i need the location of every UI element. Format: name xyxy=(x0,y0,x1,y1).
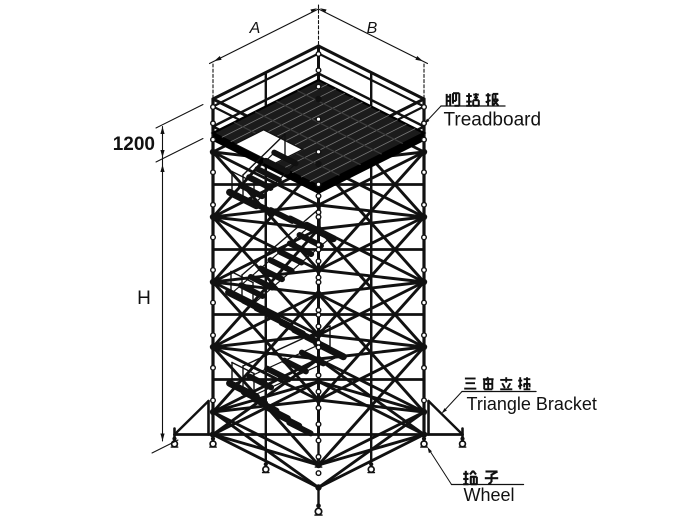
svg-text:1200: 1200 xyxy=(113,134,155,155)
svg-text:Treadboard: Treadboard xyxy=(444,110,542,131)
svg-text:B: B xyxy=(367,20,378,37)
svg-text:Triangle Bracket: Triangle Bracket xyxy=(467,394,597,414)
svg-text:H: H xyxy=(137,288,151,309)
svg-text:Wheel: Wheel xyxy=(464,485,515,505)
svg-text:A: A xyxy=(249,20,261,37)
